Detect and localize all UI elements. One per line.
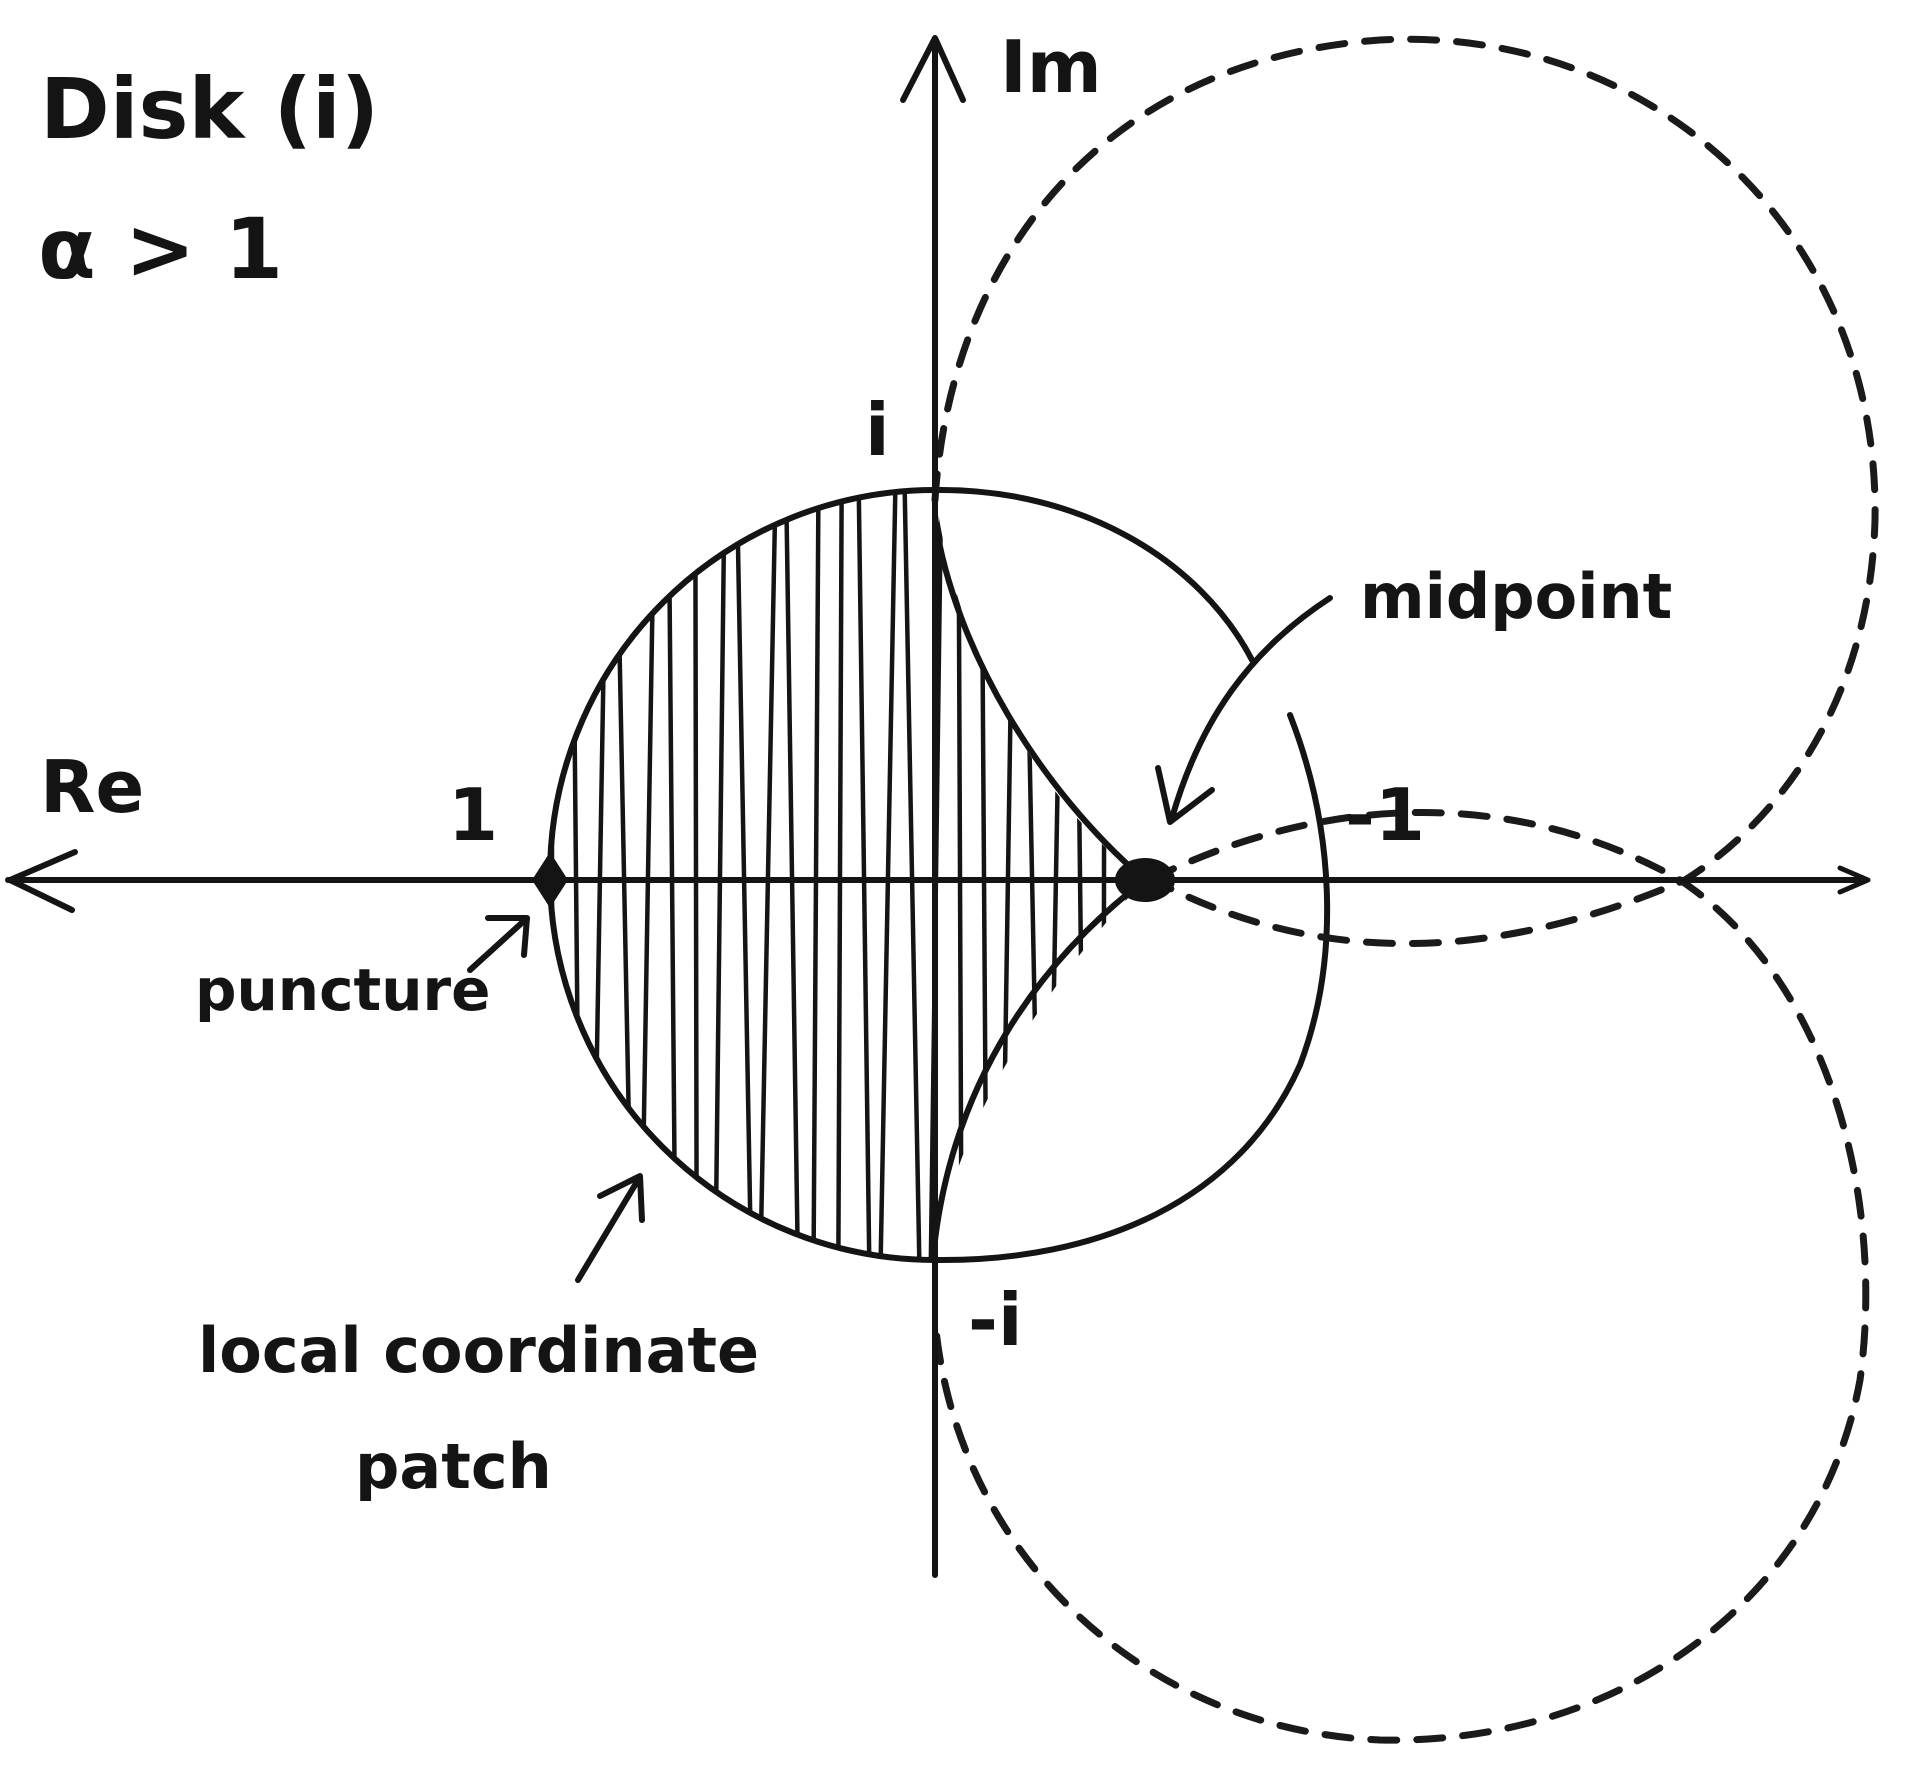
hatch-line [590,490,610,1260]
point-label-minus-i: -i [968,1278,1023,1362]
real-axis-label: Re [40,745,144,829]
upper-inner-arc [932,517,1148,883]
hatch-line [1046,490,1066,1260]
puncture-arrow-shaft [467,917,528,973]
hatch-line [569,490,583,1260]
real-axis-left-arrowhead [7,849,78,913]
hatch-line [713,490,727,1260]
hatch-line [757,490,779,1260]
patch-arrow-shaft [575,1177,641,1283]
point-label-minus-one: -1 [1345,773,1425,857]
point-label-one: 1 [448,773,498,857]
hatch-line [693,490,699,1260]
point-label-i: i [865,388,890,472]
puncture-annotation: puncture [195,956,490,1024]
title-alpha-condition: α > 1 [38,200,283,298]
title-disk-label: Disk (i) [40,60,379,158]
hatch-line [1021,490,1043,1260]
hatch-line [1073,490,1087,1260]
upper-dashed-circle [931,35,1879,947]
midpoint-arrow-shaft [1169,595,1333,821]
hatch-line [956,490,964,1260]
lower-inner-arc [932,877,1148,1243]
unit-disk-right-lower-boundary [932,712,1331,1264]
imaginary-axis-label: Im [1000,25,1102,109]
hatch-line [1101,490,1107,1260]
midpoint-arrow-head [1155,765,1215,825]
hatch-line [734,490,754,1260]
hatch-line [856,490,872,1260]
puncture-arrow-head [485,915,530,958]
hatch-line [979,490,989,1260]
unit-disk-right-upper-boundary [932,486,1255,663]
hatch-line [666,490,678,1260]
hatch-line [999,490,1017,1260]
hatch-line [639,490,657,1260]
lower-dashed-circle [931,809,1870,1744]
hatch-line [811,490,821,1260]
midpoint-annotation: midpoint [1360,560,1672,633]
real-axis-right-arrowhead [1837,865,1871,895]
imaginary-axis-arrowhead [900,35,966,103]
local-coordinate-patch-hatching [550,490,1134,1260]
hatch-line [783,490,801,1260]
hatch-line [613,490,635,1260]
midpoint-point [1115,858,1175,902]
patch-annotation-line2: patch [355,1430,552,1503]
hatch-line [878,490,898,1260]
hatch-line [836,490,844,1260]
hatch-line [902,490,922,1260]
puncture-point [532,852,568,908]
patch-annotation-line1: local coordinate [198,1314,759,1387]
patch-arrow-head [597,1173,645,1223]
